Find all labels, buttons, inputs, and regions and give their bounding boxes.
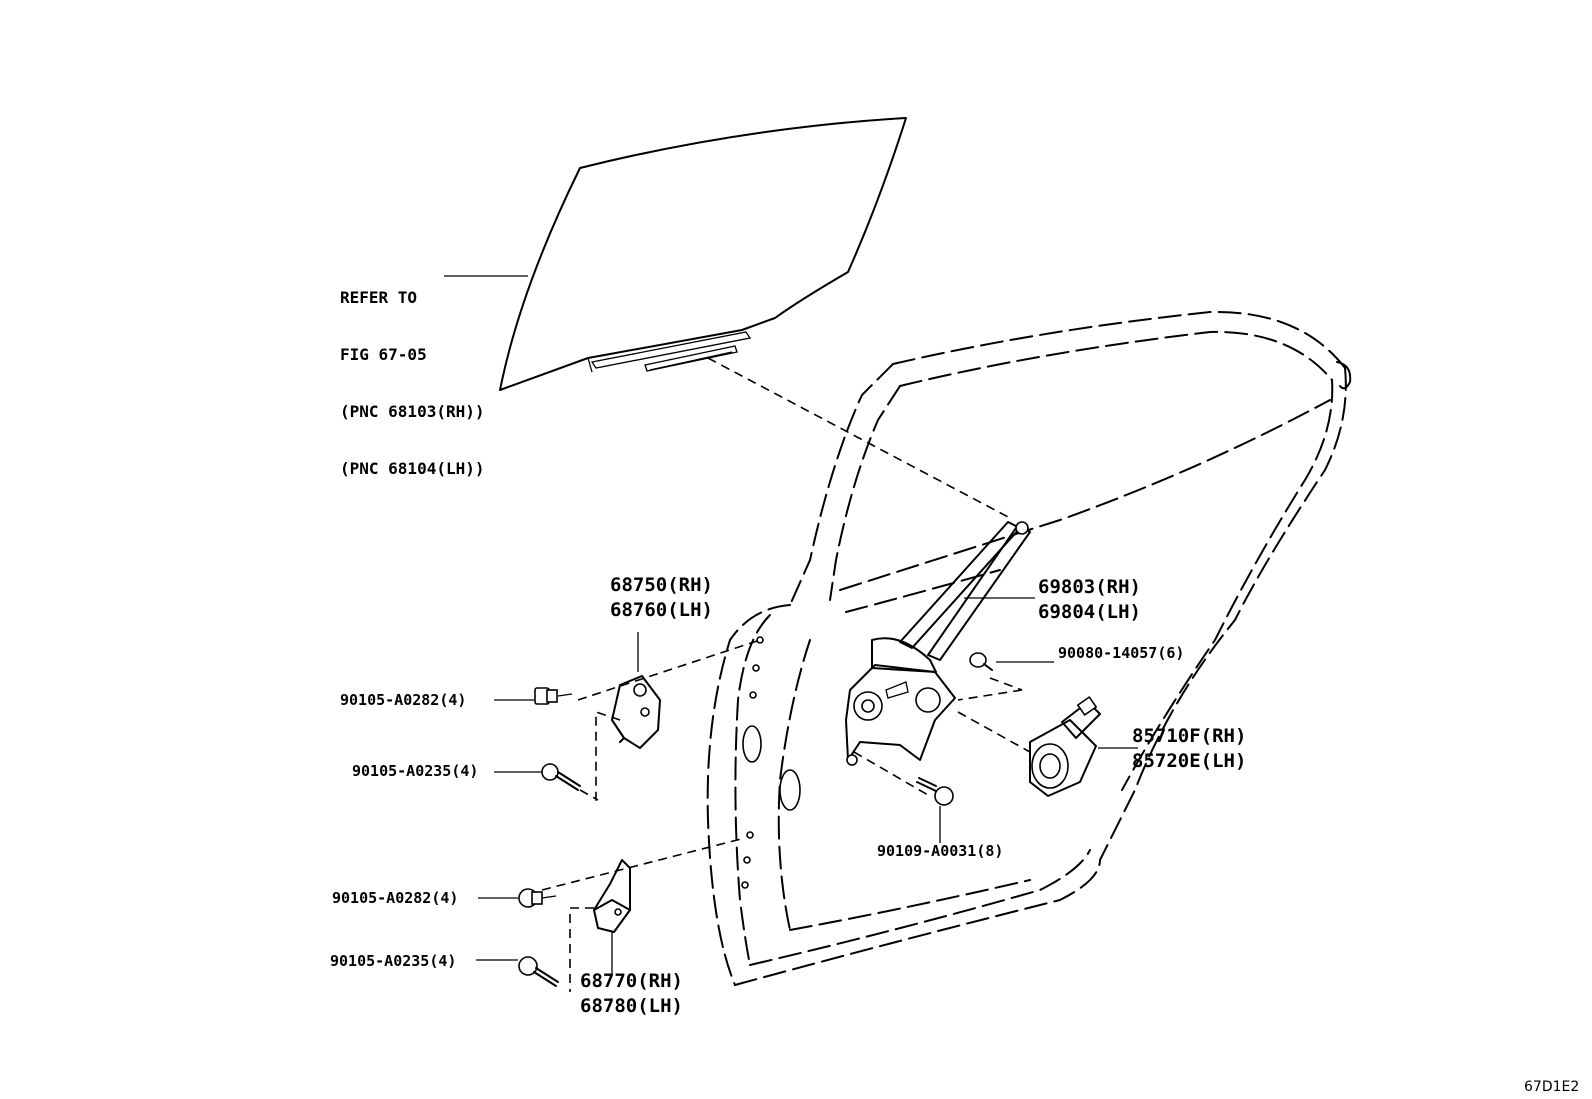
refer-line-3: (PNC 68103(RH)) bbox=[340, 402, 485, 421]
label-upper-bolt-b: 90105-A0235(4) bbox=[352, 762, 479, 780]
upper-bolt-b bbox=[541, 763, 581, 791]
refer-line-1: REFER TO bbox=[340, 288, 418, 307]
label-upper-hinge-rh: 68750(RH) bbox=[610, 574, 713, 596]
label-regulator-lh: 69804(LH) bbox=[1038, 601, 1141, 623]
label-motor-bolt: 90080-14057(6) bbox=[1058, 644, 1185, 662]
upper-hinge bbox=[611, 675, 661, 749]
regulator-bolt bbox=[916, 777, 954, 806]
refer-line-2: FIG 67-05 bbox=[340, 345, 427, 364]
upper-hinge-dashed-top bbox=[577, 639, 761, 701]
upper-bolt-a bbox=[534, 687, 573, 705]
label-motor-rh: 85710F(RH) bbox=[1132, 725, 1247, 747]
regulator-dashed-right-2 bbox=[957, 689, 1023, 701]
label-regulator-bolt: 90109-A0031(8) bbox=[877, 842, 1004, 860]
motor-bolt bbox=[969, 652, 993, 671]
label-lower-bolt-a: 90105-A0282(4) bbox=[332, 889, 459, 907]
door-frame-outline bbox=[706, 310, 1352, 986]
door-glass bbox=[499, 117, 907, 391]
figure-code: 67D1E2 bbox=[1524, 1079, 1580, 1095]
glass-leader-dashed bbox=[707, 357, 1011, 519]
upper-bolt-b-dashed bbox=[579, 789, 599, 801]
label-regulator-rh: 69803(RH) bbox=[1038, 576, 1141, 598]
lower-hinge-dashed-bracket bbox=[569, 907, 594, 992]
label-lower-bolt-b: 90105-A0235(4) bbox=[330, 952, 457, 970]
window-regulator bbox=[845, 521, 1031, 766]
regulator-motor-dashed bbox=[957, 711, 1031, 753]
lower-bolt-b bbox=[518, 956, 559, 987]
lower-hinge bbox=[593, 859, 631, 933]
lower-hinge-dashed-top bbox=[541, 837, 746, 891]
label-lower-hinge-rh: 68770(RH) bbox=[580, 970, 683, 992]
power-window-motor bbox=[1029, 695, 1101, 797]
lower-bolt-a bbox=[518, 888, 557, 908]
label-upper-hinge-lh: 68760(LH) bbox=[610, 599, 713, 621]
refer-note: REFER TO FIG 67-05 (PNC 68103(RH)) (PNC … bbox=[340, 250, 485, 516]
regulator-dashed-right-1 bbox=[989, 677, 1023, 691]
label-lower-hinge-lh: 68780(LH) bbox=[580, 995, 683, 1017]
upper-hinge-dashed-bracket bbox=[595, 710, 621, 802]
label-motor-lh: 85720E(LH) bbox=[1132, 750, 1247, 772]
refer-line-4: (PNC 68104(LH)) bbox=[340, 459, 485, 478]
label-upper-bolt-a: 90105-A0282(4) bbox=[340, 691, 467, 709]
